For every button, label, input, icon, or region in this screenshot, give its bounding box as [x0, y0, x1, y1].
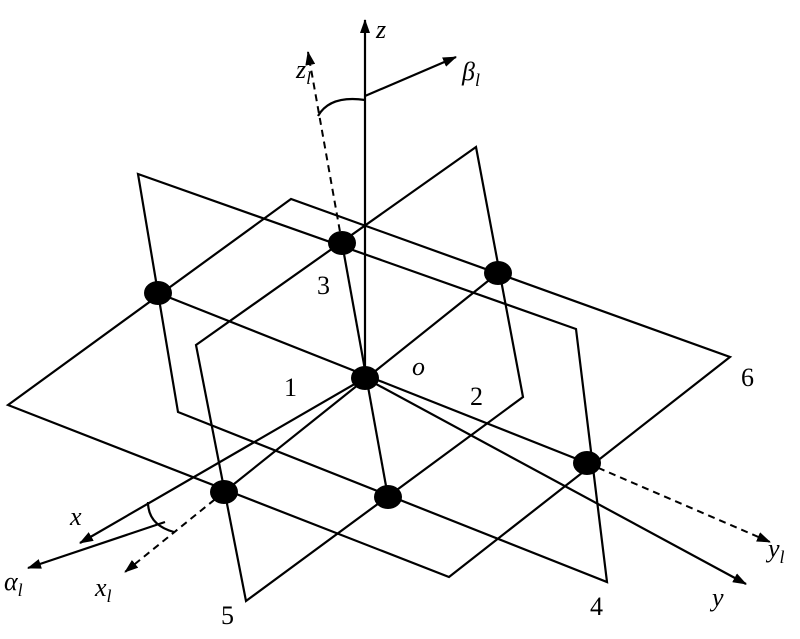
x-l-axis-label: xl	[94, 573, 112, 606]
y-l-axis-label: yl	[765, 534, 785, 567]
label-6: 6	[741, 363, 754, 392]
label-3: 3	[317, 271, 330, 300]
y-axis	[364, 377, 747, 585]
x-l-axis	[124, 491, 225, 573]
joint-node	[484, 261, 512, 285]
joint-nodes	[144, 231, 601, 509]
plane-left	[136, 172, 609, 584]
beta-l-axis	[364, 55, 457, 98]
origin-node	[351, 366, 379, 390]
joint-node	[328, 231, 356, 255]
label-1: 1	[284, 373, 297, 402]
alpha-l-axis	[27, 520, 166, 570]
origin-label: o	[412, 352, 425, 381]
label-2: 2	[470, 382, 483, 411]
label-4: 4	[590, 592, 603, 621]
x-axis-label: x	[69, 502, 82, 531]
x-axis	[79, 377, 366, 544]
plane-horizontal	[5, 197, 733, 579]
alpha-l-axis-label: αl	[4, 567, 23, 600]
joint-node	[573, 451, 601, 475]
label-5: 5	[221, 601, 234, 630]
plane-middle	[194, 145, 525, 603]
z-l-axis	[305, 51, 343, 244]
joint-node	[374, 485, 402, 509]
joint-node	[144, 281, 172, 305]
z-l-axis-label: zl	[295, 55, 311, 88]
angle-arc-top	[317, 98, 366, 117]
angle-arc-bottom	[146, 501, 175, 534]
joint-node	[210, 480, 238, 504]
beta-l-axis-label: βl	[461, 57, 480, 90]
y-l-axis	[586, 462, 771, 543]
z-axis-label: z	[375, 15, 386, 44]
y-axis-label: y	[709, 583, 724, 612]
